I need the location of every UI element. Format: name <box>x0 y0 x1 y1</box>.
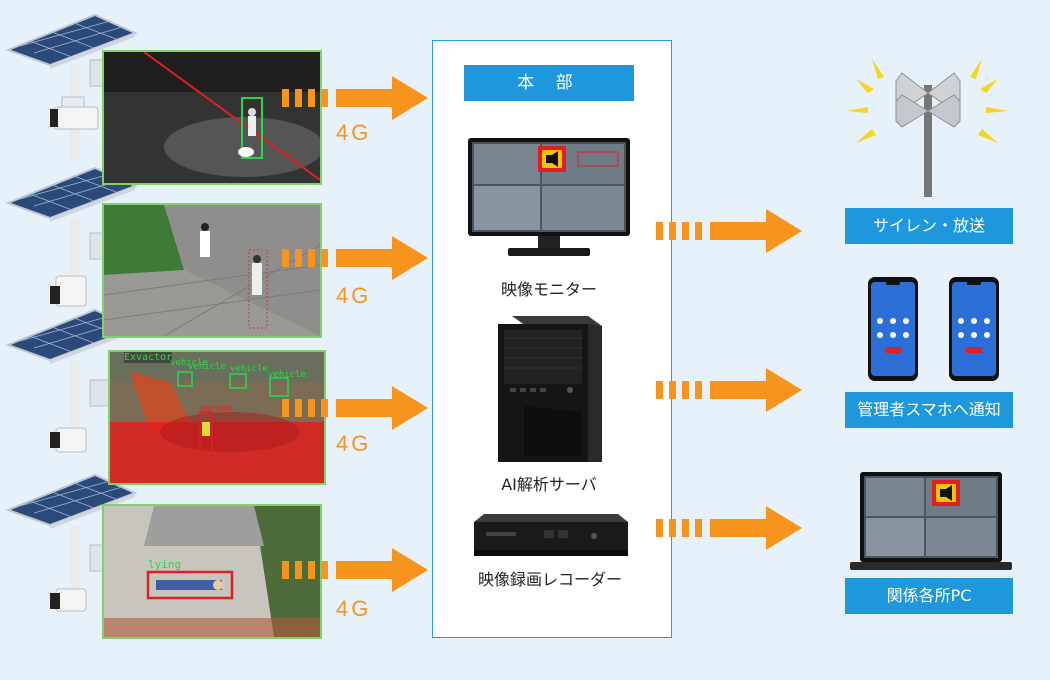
arrow-feed1-to-hq <box>282 76 428 120</box>
smartphone-label: 管理者スマホへ通知 <box>845 392 1013 428</box>
network-label-4: 4G <box>336 596 372 621</box>
network-label-2: 4G <box>336 283 372 308</box>
arrow-hq-to-pc <box>656 506 802 550</box>
arrow-feed3-to-hq <box>282 386 428 430</box>
monitor-label: 映像モニター <box>500 280 597 299</box>
siren-label: サイレン・放送 <box>845 208 1013 244</box>
network-label-3: 4G <box>336 431 372 456</box>
monitor-icon <box>468 138 630 266</box>
server-icon <box>496 316 602 466</box>
recorder-label: 映像録画レコーダー <box>477 570 622 589</box>
detection-tag-vehicle-3: vehicle <box>230 364 268 374</box>
network-label-1: 4G <box>336 120 372 145</box>
detection-tag-vehicle-4: vehicle <box>268 370 306 380</box>
camera-feed-1 <box>102 50 322 185</box>
arrow-feed2-to-hq <box>282 236 428 280</box>
detection-tag-vehicle-2: vehicle <box>188 362 226 372</box>
detection-tag-vehicle-1: vehicle <box>170 358 208 368</box>
recorder-icon <box>474 514 628 564</box>
detection-tag-lying: lying <box>148 558 182 571</box>
arrow-hq-to-siren <box>656 209 802 253</box>
laptop-pc-icon <box>850 472 1012 576</box>
smartphone-icon-2 <box>949 277 999 385</box>
detection-tag-excavator: Exvactor <box>124 352 173 363</box>
siren-speaker-icon <box>842 55 1012 201</box>
arrow-feed4-to-hq <box>282 548 428 592</box>
camera-feed-3: Exvactor vehicle vehicle vehicle vehicle… <box>108 350 326 485</box>
pc-label: 関係各所PC <box>845 578 1013 614</box>
headquarters-title: 本 部 <box>464 65 634 101</box>
server-label: AI解析サーバ <box>501 475 597 494</box>
arrow-hq-to-smartphone <box>656 368 802 412</box>
smartphone-icon-1 <box>868 277 918 385</box>
camera-feed-2 <box>102 203 322 338</box>
detection-tag-person: person <box>200 404 233 414</box>
